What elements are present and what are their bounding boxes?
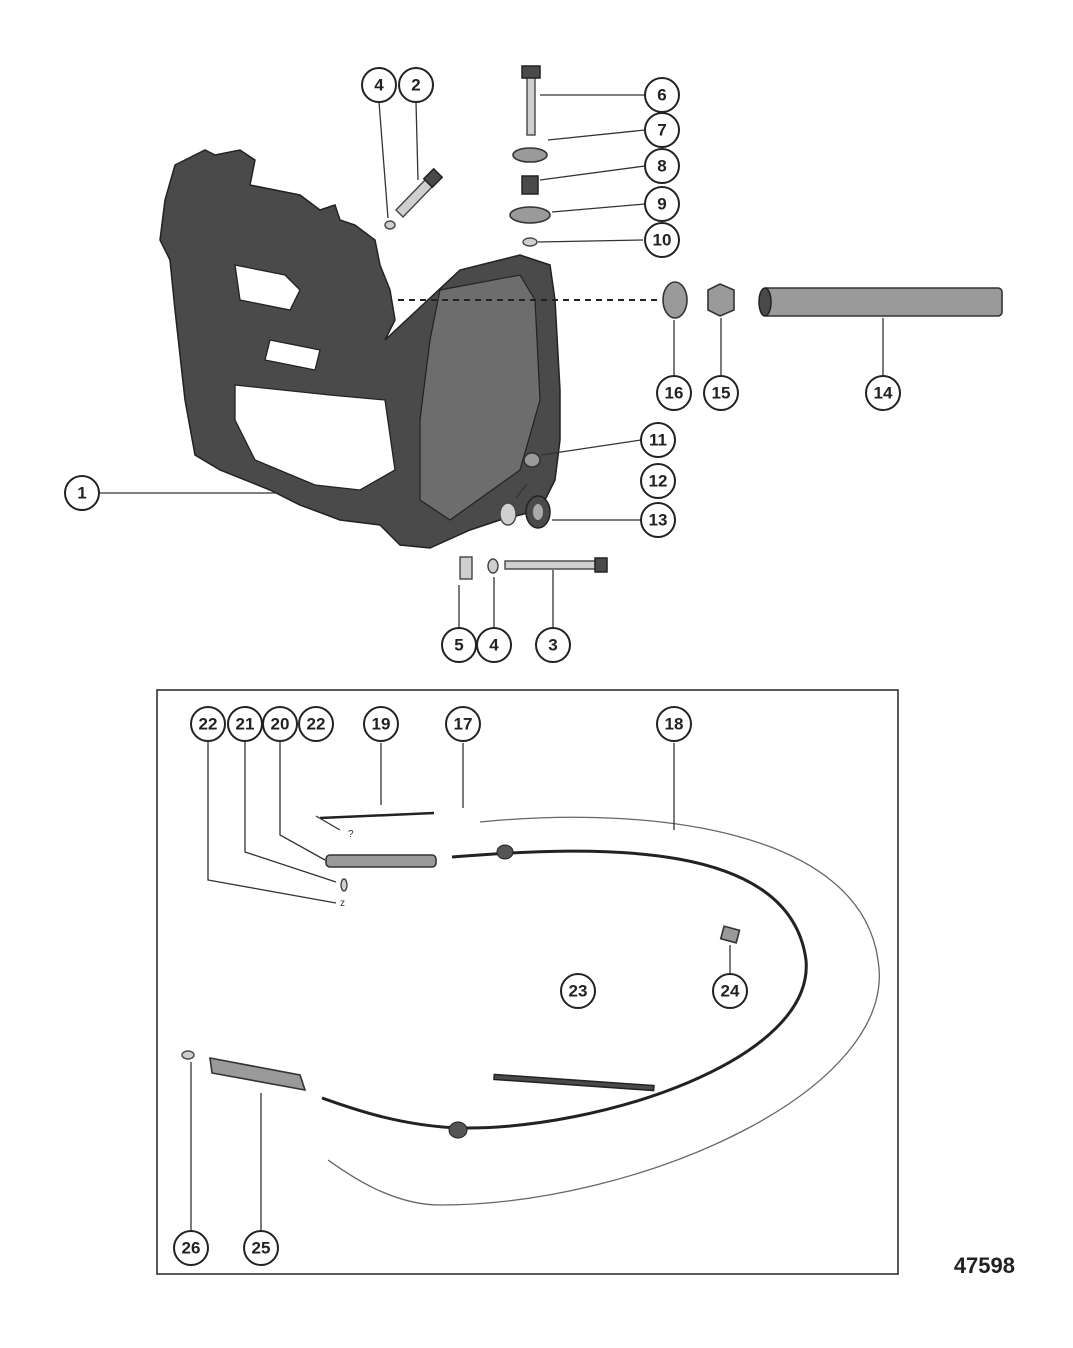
bracket-housing-part [159,149,561,549]
callout-21: 21 [227,706,263,742]
svg-text:18: 18 [665,715,684,734]
rod-part-20 [325,854,437,868]
svg-text:12: 12 [649,472,668,491]
washer-part-4-upper [384,220,396,230]
rod-part-inner [493,1073,655,1092]
end-fitting-part-25 [209,1057,307,1092]
callout-22-left: 22 [190,706,226,742]
callout-5: 5 [441,627,477,663]
svg-text:25: 25 [252,1239,271,1258]
callout-11: 11 [640,422,676,458]
nut-part-11 [523,452,541,468]
svg-text:11: 11 [649,431,667,450]
callout-25: 25 [243,1230,279,1266]
svg-text:24: 24 [721,982,740,1001]
fastener-part-22-marker: z [340,898,345,909]
svg-text:6: 6 [657,86,666,105]
callout-9: 9 [644,186,680,222]
washer-part-10 [522,237,538,247]
bolt-part-3 [504,557,608,573]
cable-part-19 [319,811,435,820]
callout-24: 24 [712,973,748,1009]
callout-4-upper: 4 [361,67,397,103]
callout-15: 15 [703,375,739,411]
washer-part-7 [512,147,548,163]
ring-part-12 [499,502,517,526]
callout-12: 12 [640,463,676,499]
callout-16: 16 [656,375,692,411]
callout-7: 7 [644,112,680,148]
washer-part-9 [509,206,551,224]
washer-part-16 [662,281,688,319]
callout-4-lower: 4 [476,627,512,663]
callout-8: 8 [644,148,680,184]
cable-part-23 [321,844,808,1139]
plate-part-5 [459,556,473,580]
svg-text:21: 21 [236,715,255,734]
callout-1: 1 [64,475,100,511]
callout-20: 20 [262,706,298,742]
callout-2: 2 [398,67,434,103]
bushing-part-8 [521,175,539,195]
svg-text:3: 3 [548,636,557,655]
bolt-part-2 [395,167,444,218]
callout-22-right: 22 [298,706,334,742]
svg-text:13: 13 [649,511,668,530]
tube-part-14 [758,287,1003,317]
bushing-part-13 [525,495,551,529]
fastener-part-22-marker-2: ? [348,829,354,840]
svg-text:2: 2 [411,76,420,95]
svg-text:7: 7 [657,121,666,140]
bolt-part-6 [521,65,541,136]
svg-text:5: 5 [454,636,463,655]
svg-text:4: 4 [374,76,384,95]
svg-text:17: 17 [454,715,473,734]
figure-number: 47598 [954,1253,1015,1278]
svg-text:22: 22 [199,715,218,734]
svg-text:16: 16 [665,384,684,403]
cable-kit-frame [156,689,899,1275]
callout-18: 18 [656,706,692,742]
svg-text:4: 4 [489,636,499,655]
nut-part-15 [707,283,735,317]
svg-text:19: 19 [372,715,391,734]
svg-text:26: 26 [182,1239,201,1258]
svg-text:1: 1 [77,484,86,503]
svg-text:8: 8 [657,157,666,176]
svg-text:22: 22 [307,715,326,734]
svg-text:20: 20 [271,715,290,734]
callout-14: 14 [865,375,901,411]
washer-part-4-lower [487,558,499,574]
svg-text:9: 9 [657,195,666,214]
svg-text:14: 14 [874,384,893,403]
callout-26: 26 [173,1230,209,1266]
clip-part-21 [340,878,348,892]
callout-6: 6 [644,77,680,113]
pin-part-26 [181,1050,195,1060]
svg-text:15: 15 [712,384,731,403]
callout-10: 10 [644,222,680,258]
callout-17: 17 [445,706,481,742]
svg-text:23: 23 [569,982,588,1001]
callout-19: 19 [363,706,399,742]
leader-lines-lower [190,741,731,1231]
callout-3: 3 [535,627,571,663]
callout-23: 23 [560,973,596,1009]
svg-text:10: 10 [653,231,672,250]
leader-lines-upper [100,94,884,628]
fitting-part-24 [719,925,741,944]
cable-part-18 [327,816,880,1206]
callout-13: 13 [640,502,676,538]
